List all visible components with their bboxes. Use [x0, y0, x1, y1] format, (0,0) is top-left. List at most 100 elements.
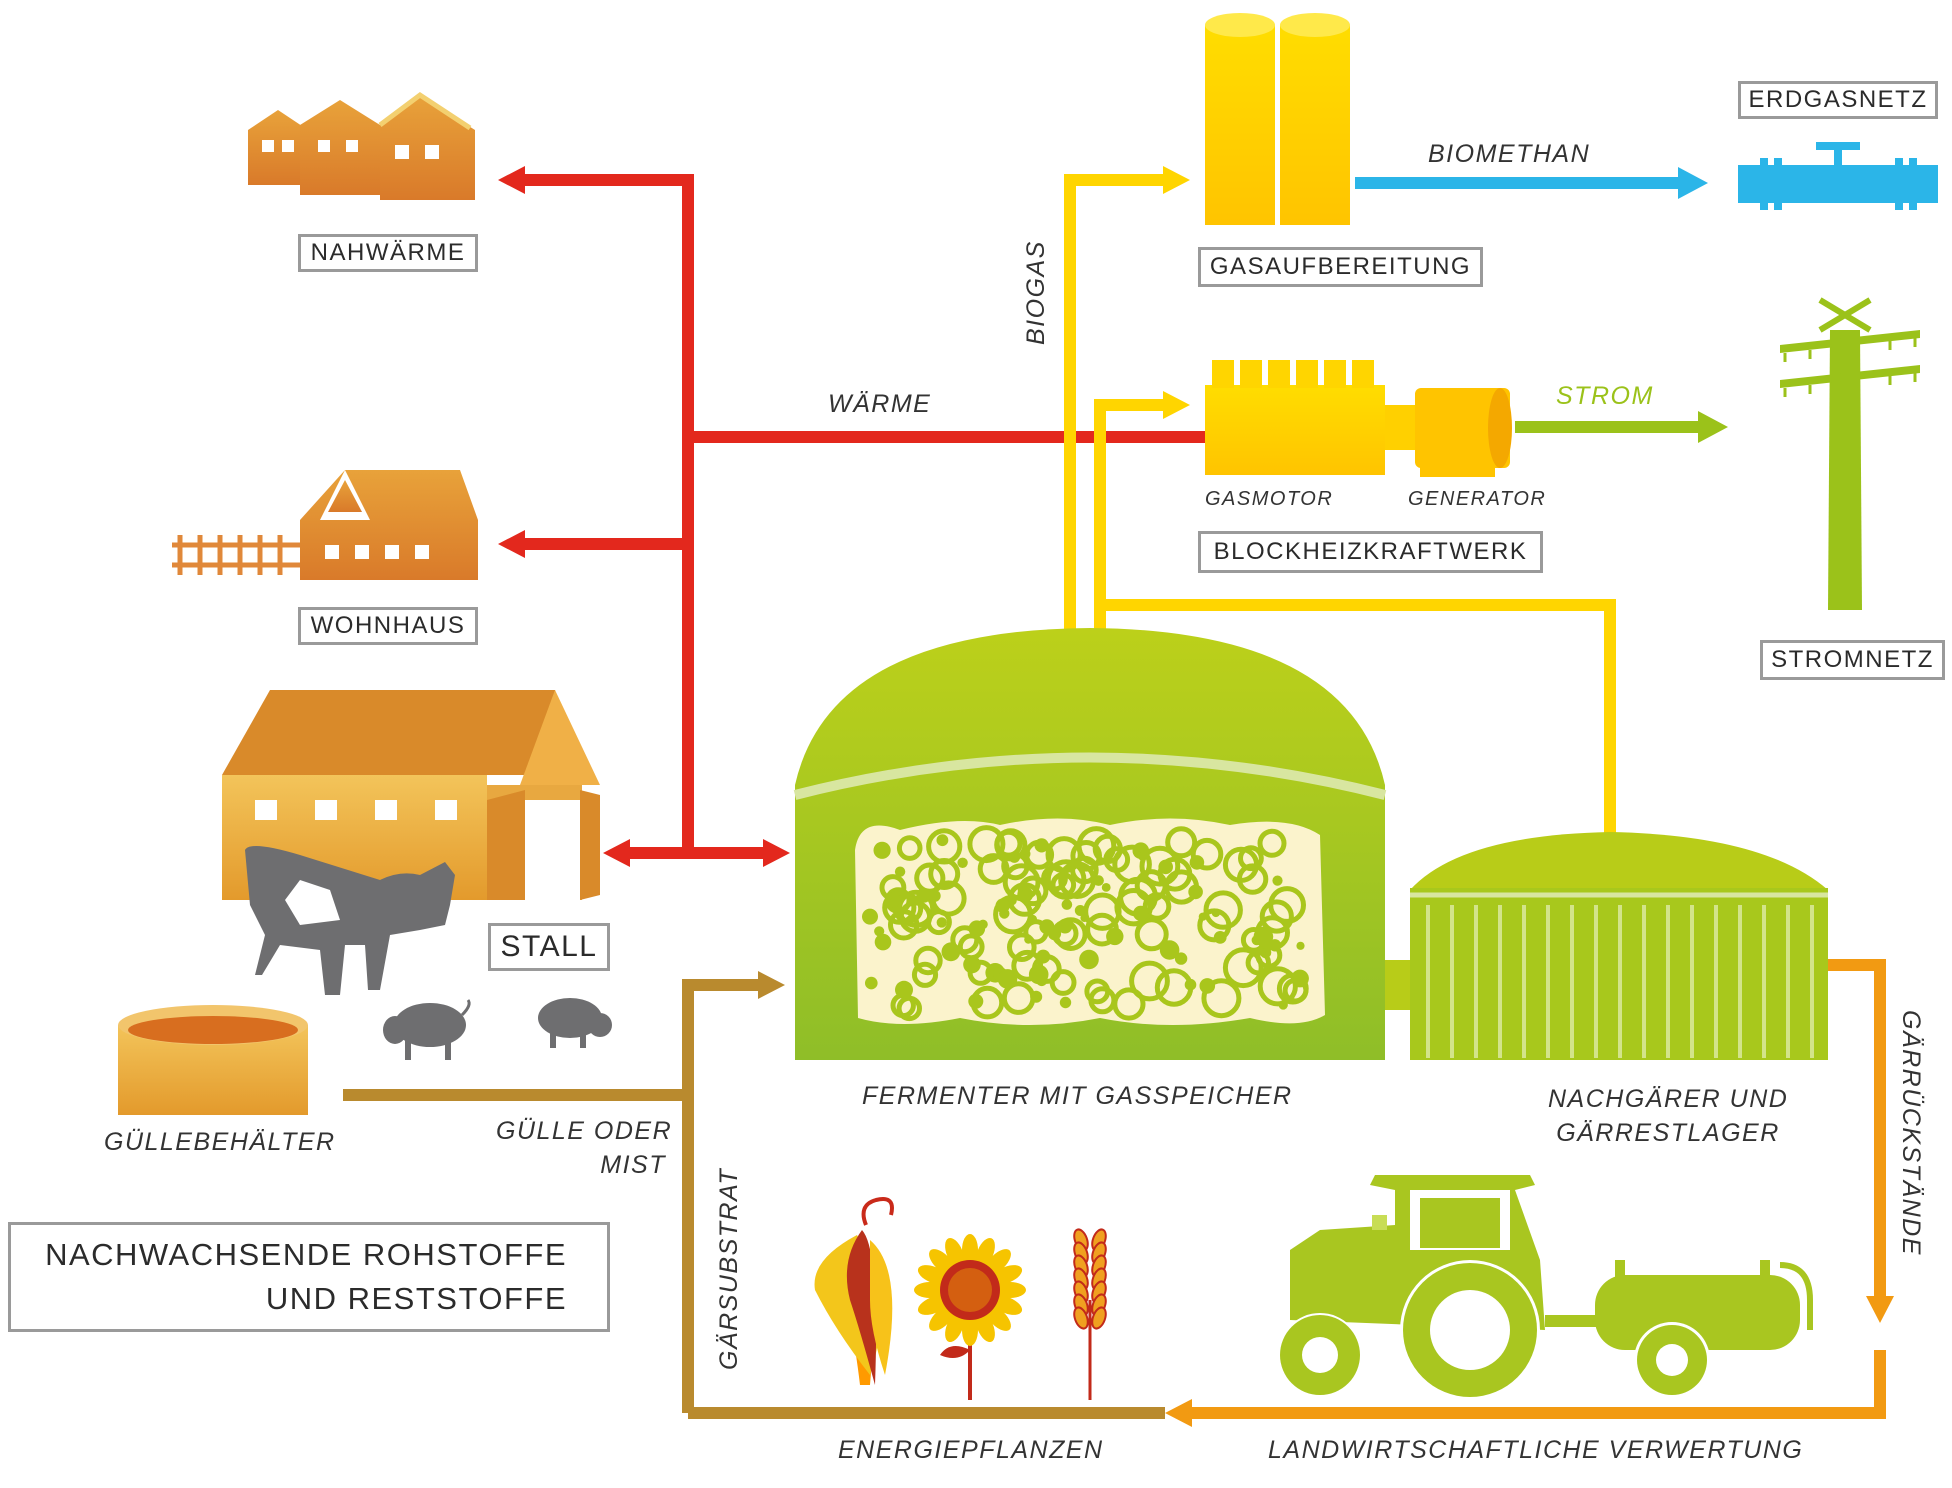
stall-label: STALL	[488, 923, 610, 971]
bubble	[1133, 905, 1149, 922]
rohstoffe-line1: NACHWACHSENDE ROHSTOFFE	[45, 1237, 567, 1272]
bubble	[865, 976, 878, 990]
substrate-arrowhead	[758, 971, 785, 999]
substrate-flow	[343, 979, 1165, 1419]
bubble	[1027, 914, 1038, 925]
petal	[975, 1311, 995, 1343]
bubble	[911, 961, 939, 988]
bubble	[978, 919, 988, 930]
petal	[945, 1237, 965, 1269]
petal	[962, 1314, 978, 1346]
verwertung-caption: LANDWIRTSCHAFTLICHE VERWERTUNG	[1268, 1436, 1804, 1464]
bubble	[1101, 883, 1111, 892]
bubble	[1268, 939, 1282, 952]
wheat-icon	[1073, 1228, 1107, 1400]
houses-icon	[248, 91, 475, 200]
bubble	[957, 857, 968, 868]
bubble	[1084, 978, 1111, 1005]
bubble	[1259, 899, 1294, 934]
bubble	[1030, 990, 1043, 1003]
heat-flow	[520, 174, 1205, 859]
bubble	[862, 908, 878, 925]
waerme-flow-label: WÄRME	[828, 390, 932, 418]
bubble	[1028, 964, 1049, 985]
nahwaerme-label: NAHWÄRME	[298, 234, 478, 272]
bubble	[1222, 947, 1264, 989]
bubble	[1007, 932, 1037, 963]
bubble	[897, 889, 936, 928]
bubble	[894, 866, 906, 877]
wohnhaus-label: WOHNHAUS	[298, 607, 478, 645]
blockheizkraftwerk-label: BLOCKHEIZKRAFTWERK	[1198, 531, 1543, 573]
wheat-grain	[1091, 1306, 1107, 1330]
bubble	[957, 933, 985, 961]
stromnetz-label: STROMNETZ	[1760, 640, 1945, 680]
fermenter-icon	[793, 628, 1415, 1060]
bubble	[1129, 960, 1170, 1002]
bubble	[1085, 912, 1119, 947]
petal	[985, 1249, 1011, 1275]
energiepflanzen-caption: ENERGIEPFLANZEN	[838, 1436, 1104, 1464]
bubble	[1201, 978, 1242, 1019]
bubble	[1041, 864, 1068, 892]
bubble	[928, 858, 961, 890]
tractor-icon	[1278, 1175, 1813, 1400]
bubble	[896, 835, 923, 861]
bubble	[874, 933, 892, 951]
petal	[929, 1249, 955, 1275]
bubble	[1257, 966, 1298, 1007]
biogas-arrowheads	[1163, 166, 1190, 419]
digestate-flow	[1190, 959, 1886, 1419]
bubble	[1079, 949, 1099, 970]
bubble	[1272, 875, 1283, 886]
bubble	[936, 834, 949, 847]
bubble	[1203, 890, 1243, 930]
biogas-flow	[1064, 174, 1616, 845]
bubble	[1017, 875, 1049, 907]
post-fermenter-icon	[1410, 832, 1828, 1060]
bubble	[1238, 845, 1264, 872]
gaerrueckstaende-flow-label: GÄRRÜCKSTÄNDE	[1897, 1010, 1925, 1256]
nachgaerer-caption: NACHGÄRER UND GÄRRESTLAGER	[1548, 1082, 1788, 1150]
generator-icon	[1415, 388, 1512, 477]
bubble	[977, 853, 1010, 885]
bubble	[1134, 917, 1169, 952]
bubble	[936, 917, 947, 928]
slurry-tank-icon	[118, 1005, 308, 1115]
bubble	[1257, 828, 1287, 858]
bubble	[1174, 952, 1188, 965]
power-pylon-icon	[1780, 297, 1920, 610]
bubble	[997, 969, 1018, 989]
rohstoffe-line2: UND RESTSTOFFE	[265, 1281, 567, 1316]
bubble	[914, 862, 946, 894]
bubble	[1253, 926, 1274, 947]
bubble	[1061, 899, 1073, 910]
bubble	[1112, 844, 1152, 885]
engine-icon	[1205, 360, 1415, 475]
bubble	[882, 890, 917, 925]
biomethane-arrowhead	[1678, 167, 1708, 199]
cow-icon	[245, 846, 455, 995]
petal	[991, 1265, 1023, 1285]
gas-tanks-icon	[1205, 13, 1350, 225]
erdgasnetz-label: ERDGASNETZ	[1738, 81, 1938, 119]
bubble	[1211, 908, 1221, 918]
bubble	[928, 889, 941, 902]
house-icon	[172, 470, 478, 580]
bubble	[1296, 941, 1305, 950]
bubble	[1165, 826, 1198, 859]
guelle-flow-label: GÜLLE ODER MIST	[496, 1114, 671, 1182]
bubble	[967, 825, 1006, 864]
bubble	[1190, 837, 1224, 871]
bubble	[874, 926, 885, 937]
guellebehaelter-caption: GÜLLEBEHÄLTER	[104, 1128, 336, 1156]
bubble	[1039, 919, 1055, 935]
bubble	[1276, 972, 1309, 1005]
petal	[929, 1305, 955, 1331]
bubble	[1213, 931, 1227, 944]
nachgaerer-line2: GÄRRESTLAGER	[1556, 1119, 1780, 1147]
bubble	[1080, 914, 1089, 922]
bubble	[1154, 968, 1194, 1007]
